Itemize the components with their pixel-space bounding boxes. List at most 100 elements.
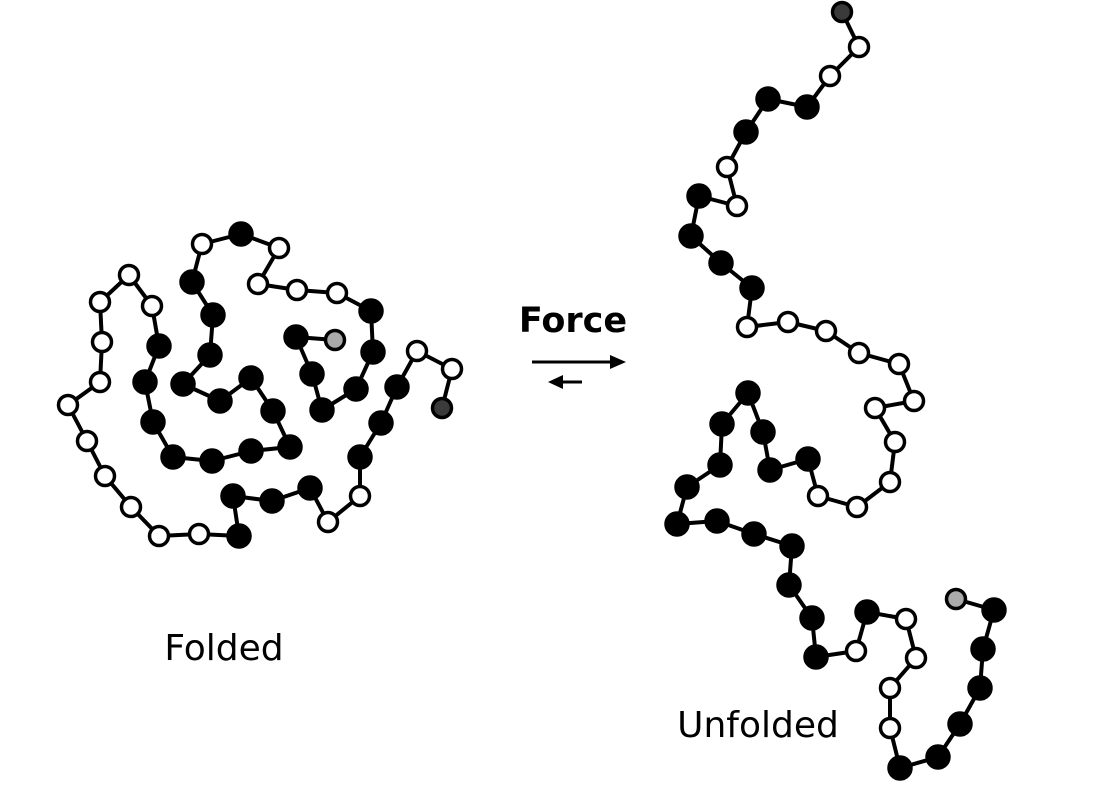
unfolded-black-bead — [925, 744, 951, 770]
unfolded-black-bead — [757, 457, 783, 483]
unfolded-white-bead — [735, 315, 759, 339]
unfolded-black-bead — [854, 599, 880, 625]
folded-black-bead — [146, 333, 172, 359]
unfolded-white-bead — [878, 470, 902, 494]
unfolded-white-bead — [847, 35, 871, 59]
unfolded-label: Unfolded — [677, 705, 839, 746]
force-label: Force — [519, 301, 627, 341]
folded-black-bead — [283, 324, 309, 350]
unfolded-black-bead — [779, 533, 805, 559]
folded-black-bead — [360, 339, 386, 365]
folded-white-bead — [440, 357, 464, 381]
unfolded-black-bead — [799, 605, 825, 631]
unfolded-black-bead — [803, 644, 829, 670]
folded-black-bead — [259, 488, 285, 514]
unfolded-chain — [664, 0, 1007, 781]
folded-black-bead — [384, 374, 410, 400]
folded-black-bead — [238, 365, 264, 391]
folded-label: Folded — [164, 628, 283, 669]
unfolded-white-bead — [878, 716, 902, 740]
folded-black-bead — [343, 376, 369, 402]
unfolded-black-bead — [678, 223, 704, 249]
folded-black-bead — [277, 434, 303, 460]
unfolded-white-bead — [878, 676, 902, 700]
folded-black-bead — [197, 342, 223, 368]
unfolded-black-bead — [741, 521, 767, 547]
folded-white-bead — [88, 370, 112, 394]
folded-black-bead — [226, 523, 252, 549]
unfolded-white-bead — [883, 430, 907, 454]
unfolded-black-bead — [970, 636, 996, 662]
unfolded-black-bead — [981, 597, 1007, 623]
unfolded-black-bead — [733, 119, 759, 145]
folded-white-bead — [93, 464, 117, 488]
unfolded-black-bead — [887, 755, 913, 781]
folded-white-bead — [285, 278, 309, 302]
unfolded-black-bead — [674, 474, 700, 500]
unfolded-black-bead — [708, 250, 734, 276]
folded-black-bead — [309, 397, 335, 423]
folded-white-bead — [147, 524, 171, 548]
unfolded-black-bead — [709, 411, 735, 437]
unfolded-black-bead — [947, 711, 973, 737]
folded-black-bead — [297, 475, 323, 501]
reverse-arrow-head — [548, 375, 563, 389]
folded-black-bead — [238, 438, 264, 464]
unfolded-black-bead — [795, 446, 821, 472]
unfolded-black-bead — [735, 380, 761, 406]
folded-black-bead — [347, 444, 373, 470]
folded-white-bead — [316, 510, 340, 534]
folded-black-bead — [299, 361, 325, 387]
folded-white-bead — [405, 339, 429, 363]
unfolded-white-bead — [715, 155, 739, 179]
unfolded-white-bead — [894, 607, 918, 631]
forward-arrow-head — [610, 355, 626, 369]
folded-black-bead — [170, 371, 196, 397]
unfolded-black-bead — [776, 572, 802, 598]
unfolded-white-bead — [887, 352, 911, 376]
folded-white-bead — [88, 290, 112, 314]
folded-white-bead — [119, 495, 143, 519]
unfolded-black-bead — [967, 675, 993, 701]
unfolded-white-bead — [847, 341, 871, 365]
folded-white-bead — [325, 281, 349, 305]
folded-black-bead — [220, 483, 246, 509]
unfolded-black-bead — [707, 452, 733, 478]
unfolded-white-bead — [806, 484, 830, 508]
folded-black-bead — [160, 444, 186, 470]
folded-black-bead — [358, 298, 384, 324]
folded-black-bead — [200, 302, 226, 328]
folded-black-bead — [199, 448, 225, 474]
folded-black-bead — [228, 221, 254, 247]
unfolded-gray-end-bead — [944, 587, 968, 611]
unfolded-white-bead — [845, 495, 869, 519]
unfolded-black-bead — [755, 86, 781, 112]
folded-white-bead — [246, 272, 270, 296]
folded-black-bead — [207, 388, 233, 414]
unfolded-white-bead — [776, 310, 800, 334]
unfolded-white-bead — [902, 389, 926, 413]
folded-white-bead — [187, 522, 211, 546]
folded-white-bead — [348, 484, 372, 508]
folded-black-bead — [260, 398, 286, 424]
unfolded-black-bead — [664, 511, 690, 537]
folded-white-bead — [75, 429, 99, 453]
unfolded-black-bead — [739, 275, 765, 301]
unfolded-white-bead — [814, 319, 838, 343]
unfolded-black-bead — [750, 419, 776, 445]
unfolded-white-bead — [725, 194, 749, 218]
unfolded-black-bead — [686, 183, 712, 209]
unfolded-white-bead — [818, 64, 842, 88]
folded-chain — [56, 221, 464, 549]
folded-dark-end-bead — [430, 396, 454, 420]
unfolded-black-bead — [794, 94, 820, 120]
unfolded-white-bead — [844, 639, 868, 663]
folded-gray-end-bead — [323, 328, 347, 352]
folded-white-bead — [190, 232, 214, 256]
unfolded-black-bead — [704, 508, 730, 534]
unfolded-white-bead — [904, 646, 928, 670]
folded-white-bead — [267, 236, 291, 260]
folded-white-bead — [56, 393, 80, 417]
folded-black-bead — [179, 269, 205, 295]
